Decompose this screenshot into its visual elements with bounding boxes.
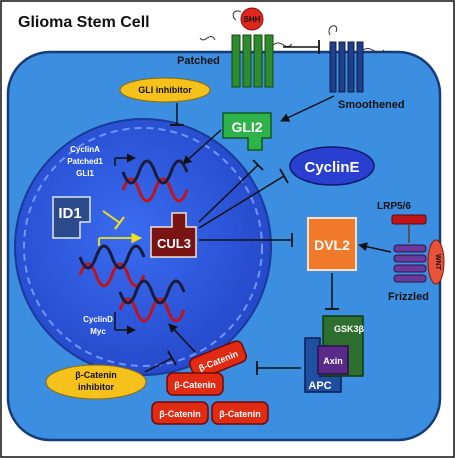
bcat-inhibitor-label-line2: inhibitor: [78, 382, 114, 392]
frizzled-receptor: [393, 244, 427, 283]
bcat-inhibitor-bar: [167, 350, 177, 366]
gli-inhibitor-badge: [119, 77, 211, 103]
beta-catenin-cyto-2-label: β-Catenin: [159, 409, 201, 419]
axin-protein: [317, 345, 349, 375]
wnt-ligand: [427, 239, 445, 285]
apc-label: APC: [308, 380, 331, 392]
lrp-receptor: [391, 214, 427, 225]
wnt-label: WNT: [434, 254, 441, 271]
nucleus: [14, 118, 272, 376]
smoothened-label: Smoothened: [338, 99, 405, 111]
cul3-inhibits-gli2-bar: [252, 159, 264, 171]
target-gli1: GLI1: [76, 169, 94, 178]
shh-ligand: SHH: [232, 7, 264, 31]
cul3-protein: [150, 212, 197, 258]
axin-label: Axin: [323, 356, 343, 366]
id1-inhibits-line: [102, 210, 121, 224]
diagram-title: Glioma Stem Cell: [18, 14, 150, 31]
cul3-inhibits-cycline: [198, 175, 285, 229]
cul3-inhibits-gli2: [198, 164, 259, 223]
patched-label: Patched: [177, 55, 220, 67]
bcat-inhibitor-badge: [45, 364, 147, 400]
gli2-protein: [222, 112, 272, 151]
bcat-inhibitor-line: [144, 357, 173, 373]
dna-helix-bottom: [118, 279, 186, 323]
target-cyclina: CyclinA: [70, 145, 100, 154]
lrp-label: LRP5/6: [377, 201, 411, 212]
dna-helix-top: [121, 159, 189, 203]
target-patched1: Patched1: [67, 157, 103, 166]
beta-catenin-cyto-1-label: β-Catenin: [174, 380, 216, 390]
smoothened-receptor: [328, 25, 385, 93]
beta-catenin-cyto-3-label: β-Catenin: [219, 409, 261, 419]
frizzled-label: Frizzled: [388, 291, 429, 303]
beta-catenin-cyto-1: [166, 372, 224, 396]
shh-label: SHH: [244, 15, 261, 24]
dna-helix-middle: [78, 244, 146, 288]
beta-catenin-cyto-3: [211, 401, 269, 425]
nuclear-envelope: [23, 127, 263, 367]
id1-protein: [52, 196, 91, 239]
gsk3b-label: GSK3β: [334, 324, 365, 334]
gli-inhibitor-label: GLI inhibitor: [138, 85, 192, 95]
frizzled-activates-dvl2: [358, 242, 392, 253]
patched-receptor: [199, 34, 293, 88]
gli2-to-targets-line: [182, 129, 222, 165]
id1-label: ID1: [58, 205, 81, 222]
target-cyclind: CyclinD: [83, 315, 113, 324]
smoothened-activates-gli2: [280, 95, 335, 122]
bcat-inhibitor-label-line1: β-Catenin: [75, 370, 117, 380]
gli2-label: GLI2: [231, 119, 262, 135]
cycline-protein: [289, 146, 375, 186]
cycline-label: CyclinE: [304, 159, 359, 176]
cul3-inhibits-cycline-bar: [279, 168, 289, 184]
dvl2-label: DVL2: [314, 237, 350, 253]
cul3-label: CUL3: [157, 236, 191, 251]
beta-catenin-cyto-2: [151, 401, 209, 425]
id1-inhibits-bar: [114, 216, 125, 230]
bcat-activates-bottom-dna: [168, 323, 196, 353]
target-myc: Myc: [90, 327, 106, 336]
dvl2-protein: [307, 217, 357, 271]
